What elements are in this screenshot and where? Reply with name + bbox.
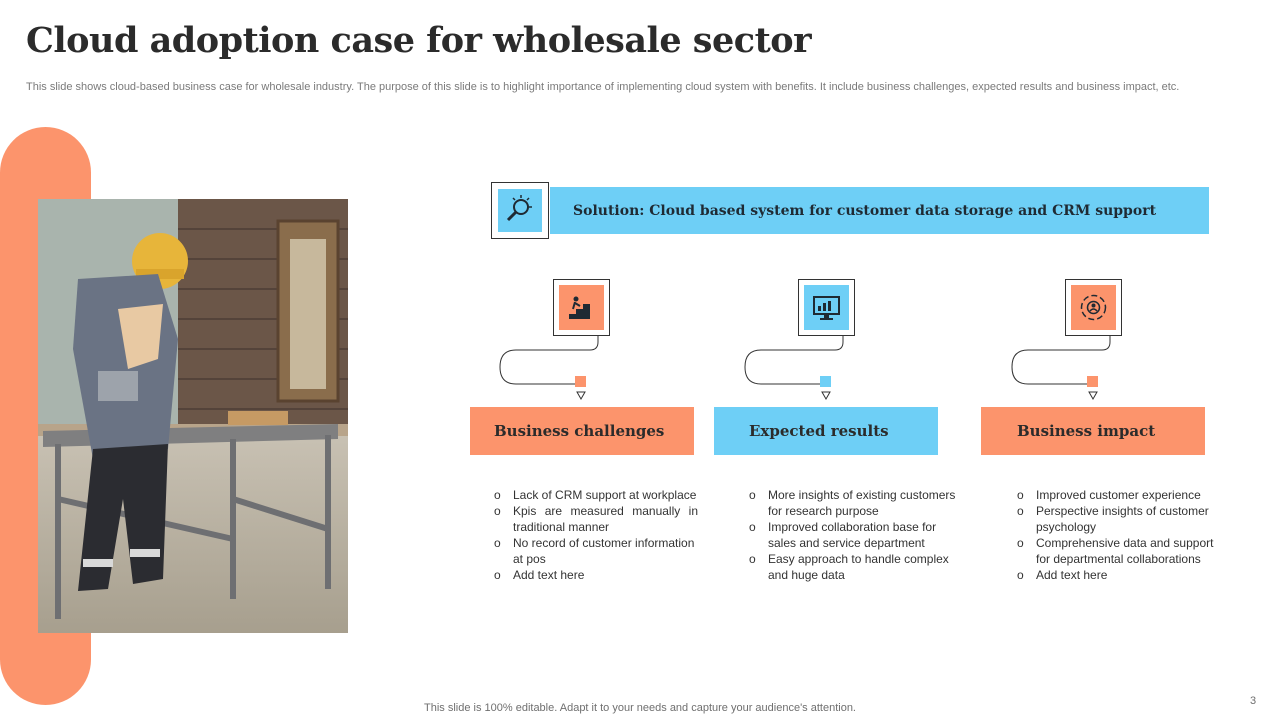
solution-text: Solution: Cloud based system for custome…: [573, 202, 1157, 219]
page-number: 3: [1250, 695, 1257, 707]
connector-1: [499, 336, 599, 401]
business-impact-title: Business impact: [1017, 422, 1156, 440]
stairs-climb-icon: [559, 285, 604, 330]
business-challenges-list: Lack of CRM support at workplace Kpis ar…: [493, 487, 698, 583]
worker-photo: [38, 199, 348, 633]
connector-2: [744, 336, 844, 401]
solution-icon-frame: [491, 182, 549, 239]
business-impact-icon-frame: [1065, 279, 1122, 336]
business-impact-list: Improved customer experience Perspective…: [1016, 487, 1221, 583]
slide-subtitle: This slide shows cloud-based business ca…: [26, 81, 1180, 93]
expected-results-title: Expected results: [749, 422, 889, 440]
lightbulb-search-icon: [498, 189, 542, 232]
list-item: Perspective insights of customer psychol…: [1016, 503, 1221, 535]
list-item: Add text here: [493, 567, 698, 583]
list-item: Add text here: [1016, 567, 1221, 583]
solution-banner: Solution: Cloud based system for custome…: [550, 187, 1209, 234]
slide-title: Cloud adoption case for wholesale sector: [26, 20, 812, 61]
list-item: Comprehensive data and support for depar…: [1016, 535, 1221, 567]
list-item: Lack of CRM support at workplace: [493, 487, 698, 503]
business-challenges-title: Business challenges: [494, 422, 665, 440]
expected-results-list: More insights of existing customers for …: [748, 487, 958, 583]
connector-3: [1011, 336, 1111, 401]
expected-results-header: Expected results: [714, 407, 938, 455]
team-cycle-icon: [1071, 285, 1116, 330]
list-item: Kpis are measured manually in traditiona…: [493, 503, 698, 535]
list-item: More insights of existing customers for …: [748, 487, 958, 519]
list-item: Improved customer experience: [1016, 487, 1221, 503]
monitor-chart-icon: [804, 285, 849, 330]
business-impact-header: Business impact: [981, 407, 1205, 455]
footer-note: This slide is 100% editable. Adapt it to…: [424, 702, 856, 714]
list-item: No record of customer information at pos: [493, 535, 698, 567]
list-item: Improved collaboration base for sales an…: [748, 519, 958, 551]
business-challenges-header: Business challenges: [470, 407, 694, 455]
business-challenges-icon-frame: [553, 279, 610, 336]
list-item: Easy approach to handle complex and huge…: [748, 551, 958, 583]
expected-results-icon-frame: [798, 279, 855, 336]
